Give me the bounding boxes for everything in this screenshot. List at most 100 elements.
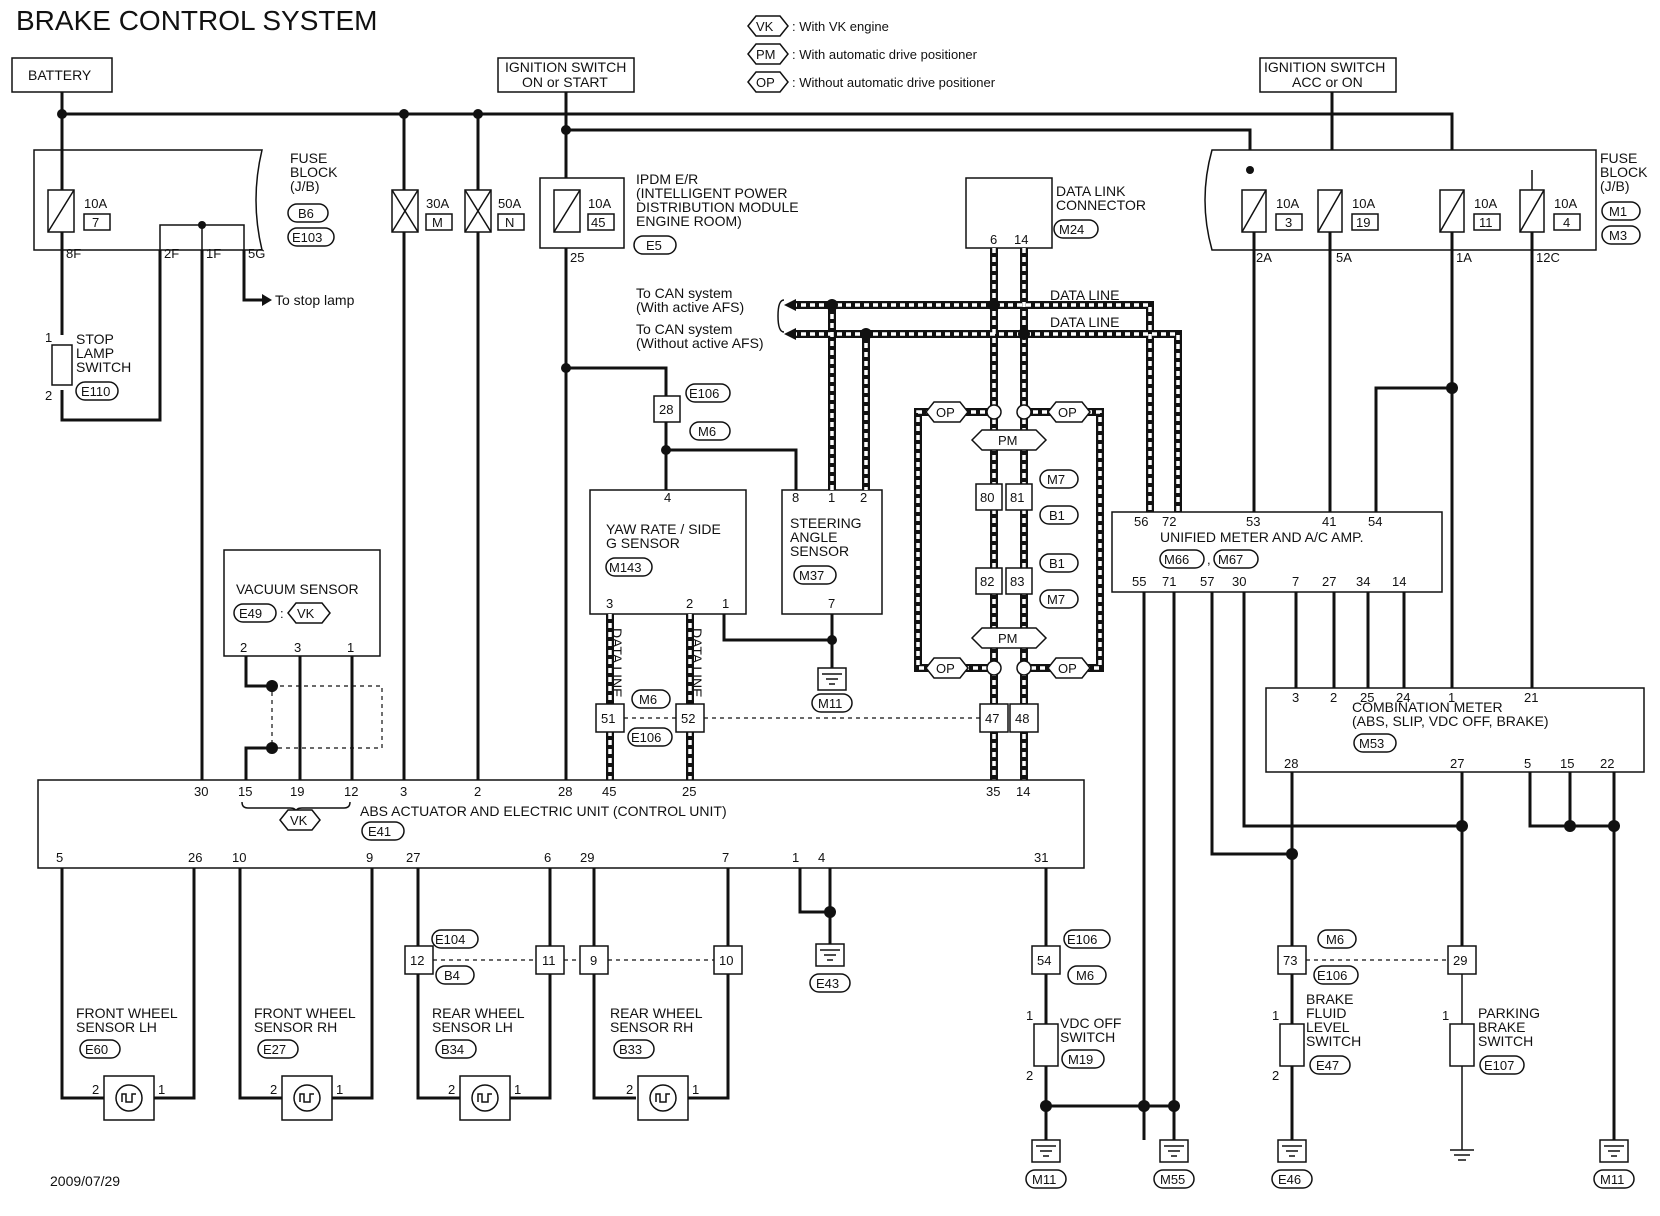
svg-text:5A: 5A [1336, 250, 1352, 265]
svg-text:56: 56 [1134, 514, 1148, 529]
conn-e49: E49 [239, 606, 262, 621]
parking-pin1: 1 [1442, 1008, 1449, 1023]
wire-stop-lamp [242, 250, 262, 302]
junction-bat-left [57, 109, 67, 119]
steer-pin7: 7 [828, 596, 835, 611]
abs-pin12: 12 [344, 784, 358, 799]
conn-83: 83 [1010, 574, 1024, 589]
svg-text:24: 24 [1396, 690, 1410, 705]
parking-switch-body [1449, 1023, 1475, 1067]
abs-pin26: 26 [188, 850, 202, 865]
fuse-block-left-line1: FUSE [290, 150, 327, 166]
steer-pin2: 2 [860, 490, 867, 505]
vdc-pin1: 1 [1026, 1008, 1033, 1023]
ipdm-line3: DISTRIBUTION MODULE [636, 199, 799, 215]
op-label-2: OP [1058, 405, 1077, 420]
conn-b4: B4 [444, 968, 460, 983]
stop-lamp-line3: SWITCH [76, 359, 131, 375]
brake-fluid-switch-body [1279, 1023, 1305, 1067]
vacuum-sensor-label: VACUUM SENSOR [236, 581, 359, 597]
conn-b34: B34 [441, 1042, 464, 1057]
pm-tag-2 [970, 627, 1048, 649]
steer-line3: SENSOR [790, 543, 849, 559]
conn-m6-meter: M6 [1326, 932, 1344, 947]
parking-line1: PARKING [1478, 1005, 1540, 1021]
svg-text:1: 1 [1448, 690, 1455, 705]
dash-vac-loop [272, 685, 383, 749]
svg-text:3: 3 [1285, 215, 1292, 230]
svg-text:7: 7 [1292, 574, 1299, 589]
unified-comma: , [1207, 552, 1211, 567]
abs-unit-box [37, 779, 1085, 869]
conn-b1-b: B1 [1049, 556, 1065, 571]
conn-80-box [975, 483, 1003, 511]
vacuum-vk-tag [287, 602, 331, 624]
conn-e106-a-tag [685, 383, 731, 403]
svg-text:15: 15 [1560, 756, 1574, 771]
abs-bottom-pins: 5 26 10 9 27 6 29 7 1 4 31 [56, 850, 1048, 865]
conn-12: 12 [410, 953, 424, 968]
pin-2f: 2F [164, 246, 179, 261]
rlh-line1: REAR WHEEL [432, 1005, 525, 1021]
ipdm-fuse-num: 45 [591, 215, 605, 230]
ground-e46-icon [1277, 1139, 1307, 1163]
fluid-line4: SWITCH [1306, 1033, 1361, 1049]
flh-line2: SENSOR LH [76, 1019, 157, 1035]
wire-rrh-1 [688, 868, 730, 1100]
conn-m24: M24 [1059, 222, 1084, 237]
fluid-line3: LEVEL [1306, 1019, 1350, 1035]
conn-m6-vdc-tag [1067, 965, 1107, 985]
junction-comb22 [1608, 820, 1620, 832]
can-afs-arrow [784, 299, 796, 311]
conn-m66-tag [1159, 549, 1205, 569]
conn-m24-tag [1053, 219, 1099, 239]
wire-rlh-1 [510, 868, 552, 1100]
abs-pin45: 45 [602, 784, 616, 799]
wire-flh-1 [154, 868, 196, 1100]
conn-e106-mid-tag [627, 727, 673, 747]
wire-comb5 [1528, 772, 1614, 828]
conn-m19: M19 [1068, 1052, 1093, 1067]
junction-comb15 [1564, 820, 1576, 832]
conn-47-box [979, 703, 1009, 733]
comb-line1: COMBINATION METER [1352, 699, 1503, 715]
dlc-line2: CONNECTOR [1056, 197, 1146, 213]
fuse-11: 10A 11 1A [1439, 189, 1501, 265]
can-afs-line1: To CAN system [636, 285, 732, 301]
abs-pin3: 3 [400, 784, 407, 799]
ipdm-box [539, 177, 625, 249]
conn-m53-tag [1353, 733, 1397, 753]
conn-e47: E47 [1316, 1058, 1339, 1073]
conn-b6: B6 [298, 206, 314, 221]
conn-b4-tag [435, 965, 475, 985]
fuse-block-right-line2: BLOCK [1600, 164, 1648, 180]
pin-1f: 1F [206, 246, 221, 261]
conn-m1-tag [1601, 201, 1641, 221]
stop-lamp-pin1: 1 [45, 330, 52, 345]
frh-sensor-icon [293, 1084, 321, 1112]
fluid-pin2: 2 [1272, 1068, 1279, 1083]
frh-pulse-icon [299, 1093, 314, 1103]
abs-pin35: 35 [986, 784, 1000, 799]
diagram-date: 2009/07/29 [50, 1173, 120, 1189]
abs-pin4: 4 [818, 850, 825, 865]
legend-pm-code: PM [756, 47, 776, 62]
stop-lamp-arrow [262, 294, 272, 306]
stop-lamp-pin2: 2 [45, 388, 52, 403]
vacuum-pin1: 1 [347, 640, 354, 655]
conn-e106-mid: E106 [631, 730, 661, 745]
fuse-7-symbol [47, 189, 75, 233]
abs-pin7: 7 [722, 850, 729, 865]
steering-sensor-box [781, 489, 883, 615]
svg-text:11: 11 [1479, 215, 1493, 230]
fusible-30a-id-box [425, 213, 453, 231]
vdc-switch-body [1033, 1023, 1059, 1067]
flh-pulse-icon [121, 1093, 136, 1103]
conn-e106-meter: E106 [1317, 968, 1347, 983]
svg-text:3: 3 [1292, 690, 1299, 705]
legend-op-tag [747, 71, 789, 93]
wire-rrh-2 [592, 868, 636, 1100]
conn-m66: M66 [1164, 552, 1189, 567]
op-tag-4 [1047, 657, 1091, 679]
svg-text:10A: 10A [1474, 196, 1497, 211]
